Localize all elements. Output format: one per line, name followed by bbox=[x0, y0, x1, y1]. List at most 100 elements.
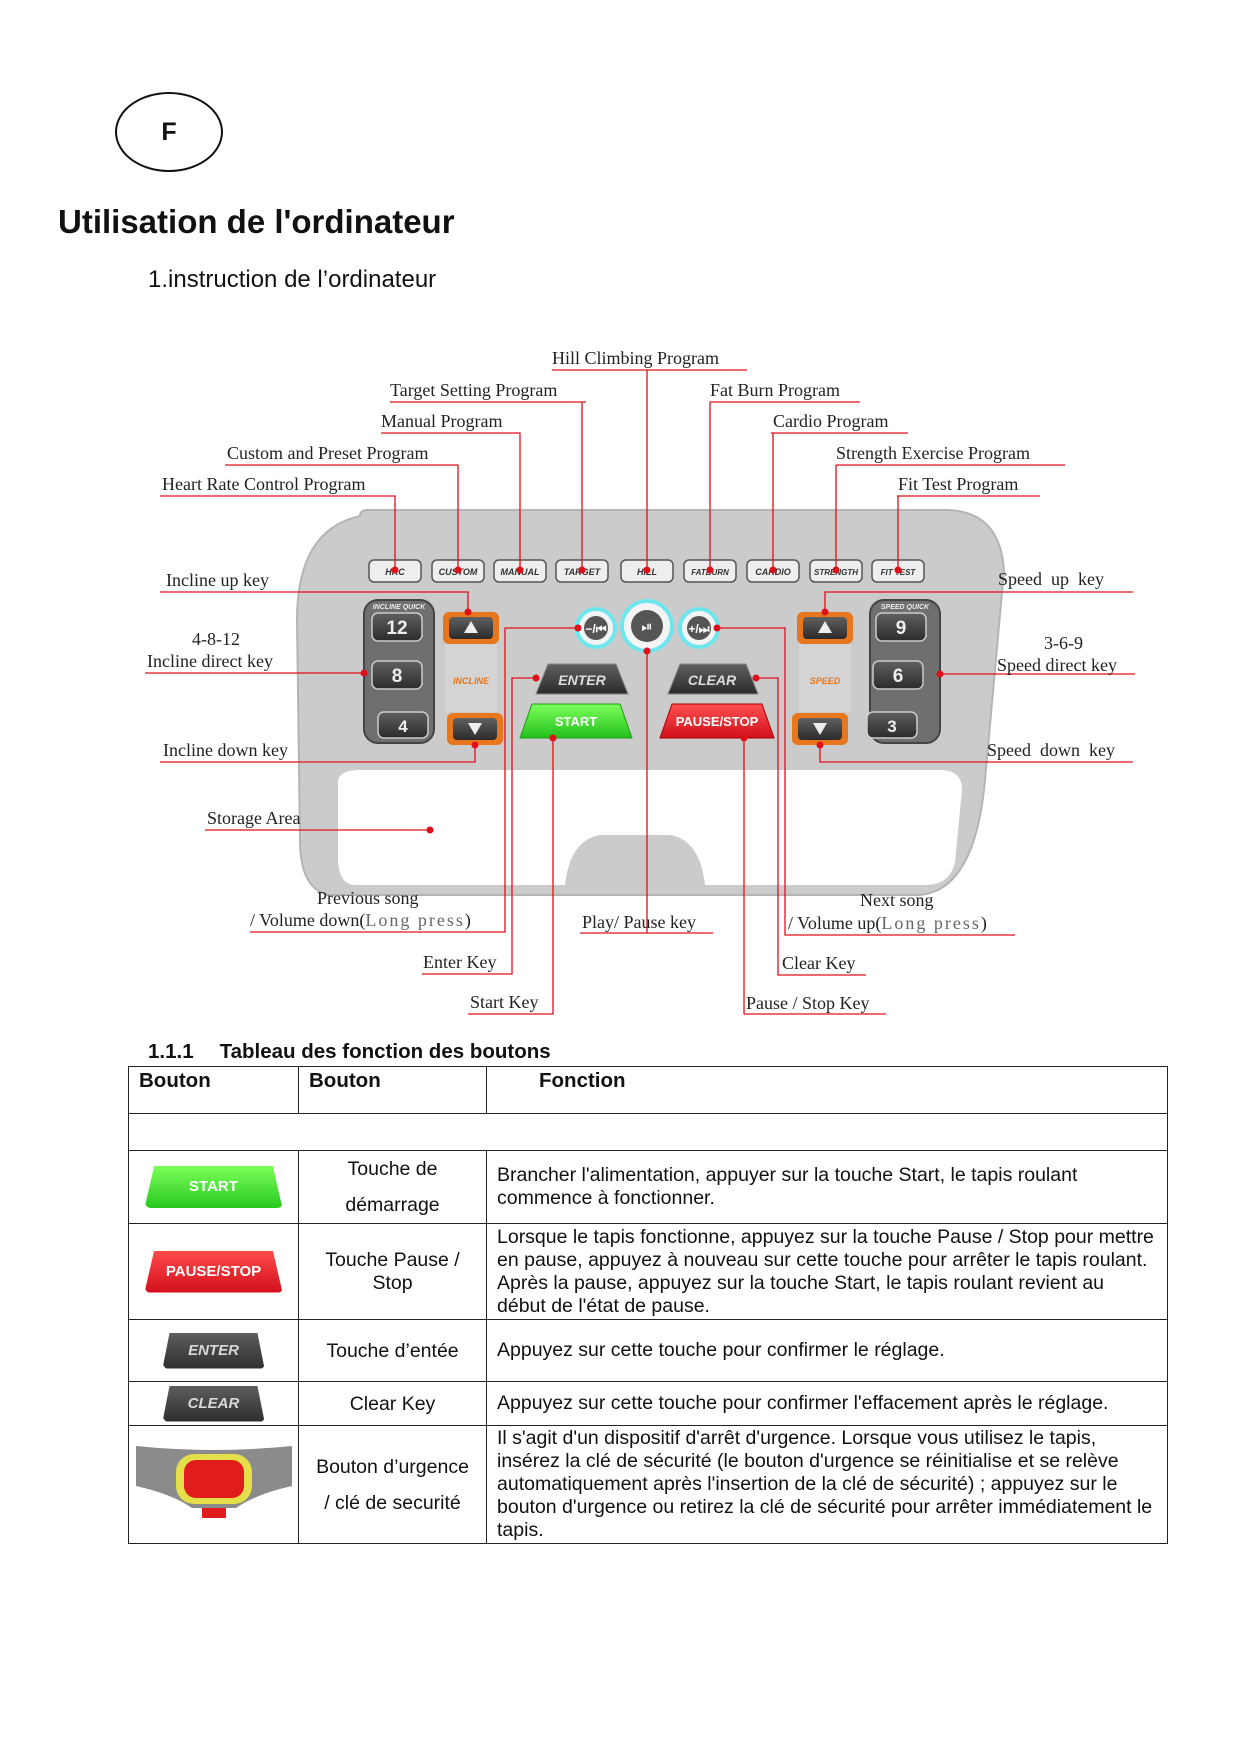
language-badge-label: F bbox=[161, 117, 177, 146]
arrow-up-icon bbox=[818, 621, 832, 633]
incline-key-12-label: 12 bbox=[386, 618, 407, 639]
section-title: Tableau des fonction des boutons bbox=[219, 1040, 551, 1063]
speed-key-9[interactable]: 9 bbox=[875, 612, 927, 642]
incline-quick-label: INCLINE QUICK bbox=[373, 604, 426, 611]
table-row: ENTER Touche d’entée Appuyez sur cette t… bbox=[128, 1319, 1168, 1382]
label-incline-down: Incline down key bbox=[163, 740, 288, 760]
incline-key-4-label: 4 bbox=[398, 717, 408, 736]
label-speed-down: Speed down key bbox=[987, 740, 1115, 760]
speed-key-6[interactable]: 6 bbox=[872, 660, 924, 690]
label-incline-up: Incline up key bbox=[166, 570, 269, 590]
row-name-line1: Touche d’entée bbox=[298, 1319, 487, 1382]
label-incline-direct-2: Incline direct key bbox=[147, 651, 273, 671]
leader-lines bbox=[145, 369, 1135, 1015]
label-speed-up: Speed up key bbox=[998, 569, 1104, 589]
speed-quick-group: SPEED QUICK 9 6 3 bbox=[866, 599, 941, 744]
speed-label: SPEED bbox=[810, 676, 841, 686]
pause-stop-button-label: PAUSE/STOP bbox=[676, 714, 759, 729]
clear-button[interactable]: CLEAR bbox=[667, 663, 759, 695]
speed-key-3-label: 3 bbox=[887, 717, 896, 736]
speed-quick-label: SPEED QUICK bbox=[881, 604, 930, 611]
speed-up-key[interactable] bbox=[797, 612, 853, 644]
table-row: Bouton d’urgence/ clé de securité Il s'a… bbox=[128, 1425, 1168, 1544]
speed-down-key[interactable] bbox=[792, 713, 848, 745]
label-cardio: Cardio Program bbox=[773, 411, 888, 431]
enter-button[interactable]: ENTER bbox=[535, 663, 629, 695]
language-badge: F bbox=[115, 92, 223, 172]
volume-up-icon: +/⏭ bbox=[688, 622, 709, 636]
header-button-image: Bouton bbox=[128, 1066, 299, 1114]
label-strength: Strength Exercise Program bbox=[836, 443, 1030, 463]
console-body bbox=[295, 509, 1006, 896]
row-name-line1: Clear Key bbox=[298, 1381, 487, 1426]
clear-button-image: CLEAR bbox=[162, 1385, 265, 1422]
incline-key-8-label: 8 bbox=[392, 666, 403, 687]
incline-key-8[interactable]: 8 bbox=[371, 660, 423, 690]
incline-key-4[interactable]: 4 bbox=[377, 711, 429, 739]
enter-button-label: ENTER bbox=[558, 672, 606, 688]
incline-label: INCLINE bbox=[453, 676, 490, 686]
label-next-1: Next song bbox=[860, 890, 934, 910]
label-storage: Storage Area bbox=[207, 808, 300, 828]
label-speed-direct-1: 3-6-9 bbox=[1044, 633, 1083, 653]
console-diagram: HRCCUSTOMMANUALTARGETHILLFATBURNCARDIOST… bbox=[145, 348, 1135, 1015]
start-button-image: START bbox=[144, 1166, 283, 1208]
label-target: Target Setting Program bbox=[390, 380, 557, 400]
row-function: Lorsque le tapis fonctionne, appuyez sur… bbox=[486, 1223, 1168, 1320]
incline-quick-group: INCLINE QUICK 12 8 4 bbox=[363, 599, 435, 744]
label-play: Play/ Pause key bbox=[582, 912, 696, 932]
row-name-line1: Touche de bbox=[347, 1158, 438, 1180]
incline-up-key[interactable] bbox=[443, 612, 499, 644]
section-heading: 1.1.1 Tableau des fonction des boutons bbox=[148, 1040, 551, 1064]
speed-key-9-label: 9 bbox=[896, 618, 907, 639]
clear-button-label: CLEAR bbox=[688, 672, 737, 688]
label-hrc: Heart Rate Control Program bbox=[162, 474, 365, 494]
pause-stop-button-image: PAUSE/STOP bbox=[144, 1250, 283, 1293]
header-button-name: Bouton bbox=[298, 1066, 487, 1114]
row-name-line2: / clé de securité bbox=[324, 1491, 461, 1514]
label-fatburn: Fat Burn Program bbox=[710, 380, 840, 400]
section-number: 1.1.1 bbox=[148, 1040, 194, 1063]
row-function: Appuyez sur cette touche pour confirmer … bbox=[486, 1319, 1168, 1382]
page-title: Utilisation de l'ordinateur bbox=[58, 203, 455, 240]
row-name-line1: Bouton d’urgence bbox=[316, 1455, 469, 1478]
label-next-2: / Volume up(Long press) bbox=[788, 913, 987, 934]
label-incline-direct-1: 4-8-12 bbox=[192, 629, 240, 649]
label-speed-direct-2: Speed direct key bbox=[997, 655, 1117, 675]
pause-stop-button[interactable]: PAUSE/STOP bbox=[659, 703, 775, 739]
page-subtitle: 1.instruction de l’ordinateur bbox=[148, 266, 437, 293]
play-pause-icon: ⏯ bbox=[641, 619, 652, 635]
speed-key-3[interactable]: 3 bbox=[866, 711, 918, 739]
label-prev-1: Previous song bbox=[317, 888, 419, 908]
next-song-button[interactable]: +/⏭ bbox=[678, 607, 720, 649]
start-button[interactable]: START bbox=[519, 703, 633, 739]
label-enter-key: Enter Key bbox=[423, 952, 496, 972]
play-pause-button[interactable]: ⏯ bbox=[620, 599, 674, 653]
label-fittest: Fit Test Program bbox=[898, 474, 1018, 494]
row-function: Brancher l'alimentation, appuyer sur la … bbox=[486, 1150, 1168, 1224]
arrow-down-icon bbox=[468, 723, 482, 735]
previous-song-button[interactable]: −/⏮ bbox=[575, 607, 617, 649]
start-button-label: START bbox=[555, 714, 597, 729]
label-hill: Hill Climbing Program bbox=[552, 348, 719, 368]
incline-down-key[interactable] bbox=[447, 713, 503, 745]
label-clear-key: Clear Key bbox=[782, 953, 855, 973]
label-manual: Manual Program bbox=[381, 411, 502, 431]
header-function: Fonction bbox=[486, 1066, 1168, 1114]
table-row: CLEAR Clear Key Appuyez sur cette touche… bbox=[128, 1381, 1168, 1426]
arrow-down-icon bbox=[813, 723, 827, 735]
row-name-line2: Stop bbox=[372, 1271, 413, 1294]
incline-key-12[interactable]: 12 bbox=[371, 612, 423, 642]
leader-dots bbox=[360, 566, 944, 834]
arrow-up-icon bbox=[464, 621, 478, 633]
label-pause-key: Pause / Stop Key bbox=[746, 993, 870, 1013]
label-custom: Custom and Preset Program bbox=[227, 443, 428, 463]
label-start-key: Start Key bbox=[470, 992, 538, 1012]
emergency-button-image bbox=[135, 1445, 292, 1524]
table-empty-row bbox=[128, 1113, 1168, 1151]
row-function: Appuyez sur cette touche pour confirmer … bbox=[486, 1381, 1168, 1426]
enter-button-image: ENTER bbox=[162, 1332, 265, 1369]
table-header-row: Bouton Bouton Fonction bbox=[128, 1066, 1168, 1114]
row-name-line1: Touche Pause / bbox=[325, 1248, 460, 1271]
